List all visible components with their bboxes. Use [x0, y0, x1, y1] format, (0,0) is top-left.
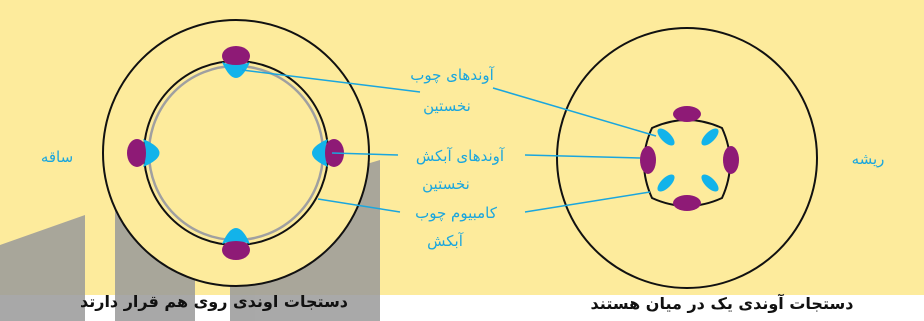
phloem-shape: [222, 46, 250, 66]
label-primary-phloem-2: نخستین: [422, 175, 470, 193]
label-root: ریشه: [852, 150, 885, 168]
label-cambium-2: آبکش: [427, 232, 464, 250]
caption-stem: دستجات اوندی روی هم قرار دارتد: [80, 292, 348, 311]
label-cambium-1: کامبیوم چوب: [415, 204, 498, 222]
phloem-shape: [222, 240, 250, 260]
label-primary-phloem-1: آوندهای آبکش: [416, 147, 505, 165]
root-cross-section: [557, 28, 817, 288]
root-phloem-bottom: [673, 195, 701, 211]
root-phloem-right: [723, 146, 739, 174]
phloem-shape: [127, 139, 147, 167]
root-phloem-left: [640, 146, 656, 174]
stem-cross-section: [103, 20, 369, 286]
root-phloem-top: [673, 106, 701, 122]
label-primary-xylem-2: نخستین: [423, 97, 471, 115]
caption-root: دستجات آوندی یک در میان هستند: [591, 293, 854, 313]
label-primary-xylem-1: آوندهای چوب: [410, 66, 494, 84]
label-stem: ساقه: [41, 148, 73, 166]
